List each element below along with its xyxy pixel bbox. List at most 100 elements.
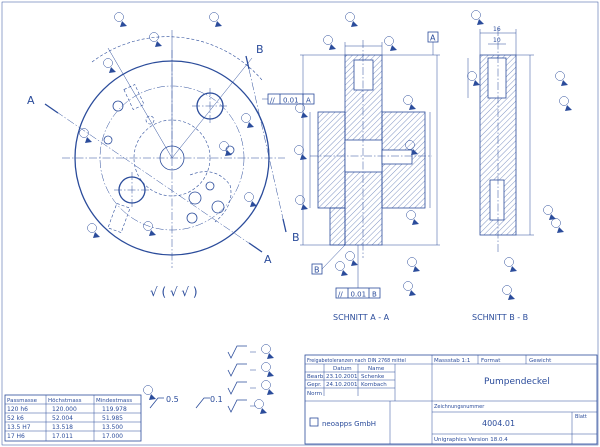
bolt-hole-6: [145, 115, 155, 125]
section-bb-view: 16 10 SCHNITT B - B: [467, 26, 534, 322]
balloon-marker: [406, 210, 416, 220]
balloon-marker: [471, 10, 481, 20]
bolt-hole-2: [211, 200, 225, 214]
drawn-name: Schenke: [361, 374, 385, 380]
balloon-marker: [384, 36, 394, 46]
balloon-pointer: [301, 204, 308, 210]
tolerance-cell: 52.004: [52, 415, 73, 422]
balloon-marker: [87, 223, 97, 233]
balloon-marker: [79, 128, 89, 138]
slot-upper-left: [123, 84, 145, 110]
bolt-hole-5: [112, 100, 124, 112]
parallelism-datum: A: [306, 97, 311, 105]
tolerance-header-max: Höchstmass: [48, 398, 82, 404]
sheet-label: Blatt: [575, 414, 587, 420]
balloon-marker: [504, 257, 514, 267]
surface-finish-note: √ ( √ √ ): [150, 285, 198, 299]
balloon-marker: [345, 12, 355, 22]
balloon-pointer: [120, 21, 127, 27]
balloon-marker: [261, 344, 271, 354]
balloon-marker: [295, 103, 305, 113]
bolt-hole-4: [205, 181, 215, 191]
tolerance-cell: 17.000: [102, 433, 123, 440]
tolerance-cell: 13.5 H7: [7, 424, 31, 431]
balloon-pointer: [390, 45, 397, 51]
section-aa-upper-recess: [353, 59, 374, 91]
balloon-pointer: [549, 214, 556, 220]
format-label: Format: [481, 358, 501, 364]
balloon-marker: [143, 385, 153, 395]
balloon-pointer: [247, 122, 254, 128]
balloon-pointer: [409, 104, 416, 110]
slot-lower-left: [107, 203, 131, 233]
balloon-pointer: [300, 154, 307, 160]
angle-construction-arc: [91, 36, 263, 81]
tolerance-table-frame: [4, 394, 142, 442]
title-block-frame: [304, 354, 598, 445]
datum-b-leader: [321, 244, 346, 270]
balloon-marker: [323, 35, 333, 45]
finish-symbol-1: [227, 345, 247, 359]
tolerance-cell: 13.500: [102, 424, 123, 431]
balloon-marker: [467, 71, 477, 81]
balloon-marker: [219, 141, 229, 151]
balloon-marker: [103, 58, 113, 68]
col-name-header: Name: [368, 366, 385, 372]
balloon-pointer: [267, 389, 274, 395]
balloon-marker: [555, 71, 565, 81]
balloon-pointer: [561, 80, 568, 86]
finish-symbol-2: [227, 363, 247, 377]
tolerance-cell: 120.000: [52, 406, 77, 413]
balloon-pointer: [473, 80, 480, 86]
balloon-pointer: [477, 19, 484, 25]
balloon-pointer: [301, 112, 308, 118]
balloon-marker: [143, 221, 153, 231]
bolt-hole-1: [188, 191, 202, 205]
tolerance-note-1: 0.5: [166, 395, 179, 404]
parallelism-frame-section: // 0.01 B: [335, 245, 381, 299]
tolerance-symbol-1: [149, 397, 164, 409]
section-b-label-end: B: [292, 231, 300, 244]
balloon-marker: [295, 195, 305, 205]
tolerance-cell: 120 h6: [7, 406, 28, 413]
balloon-marker: [403, 281, 413, 291]
section-line-b: [245, 55, 287, 233]
kidney-channel: [189, 171, 232, 223]
balloon-pointer: [85, 137, 92, 143]
balloon-pointer: [351, 21, 358, 27]
balloon-marker: [543, 205, 553, 215]
finish-symbol-4: [227, 399, 247, 413]
company-logo-mark: [309, 417, 319, 427]
tolerance-cell: 17.011: [52, 433, 73, 440]
tolerance-cell: 119.978: [102, 406, 127, 413]
section-bb-recess: [487, 57, 507, 99]
section-bb-dim-second-value: 10: [493, 37, 501, 44]
part-name: Pumpendeckel: [484, 377, 550, 387]
balloon-marker: [149, 32, 159, 42]
balloon-pointer: [109, 67, 116, 73]
balloon-marker: [403, 95, 413, 105]
section-b-label-start: B: [256, 43, 264, 56]
tolerance-header-fit: Passmasse: [7, 398, 38, 404]
balloon-marker: [294, 145, 304, 155]
section-aa-bore: [344, 139, 383, 173]
company-name: neoapps GmbH: [322, 420, 376, 428]
section-b-arrow-start: [245, 55, 250, 70]
tolerance-cell: 17 H6: [7, 433, 25, 440]
surface-notes: 0.5 0.1: [149, 345, 256, 413]
finish-symbol-3: [227, 381, 247, 395]
item-balloons: [79, 10, 572, 414]
tolerance-cell: 51.985: [102, 415, 123, 422]
checked-date: 24.10.2001: [326, 382, 358, 388]
tolerance-symbol-2: [195, 397, 210, 409]
balloon-marker: [241, 113, 251, 123]
section-aa-side-port: [381, 149, 413, 165]
balloon-marker: [114, 12, 124, 22]
section-aa-lower-stub: [329, 207, 346, 246]
balloon-marker: [405, 140, 415, 150]
section-a-arrow-end: [248, 242, 263, 253]
section-bb-title: SCHNITT B - B: [472, 313, 528, 322]
parallelism-frame-front: // 0.01 A: [262, 93, 315, 105]
section-b-arrow-end: [282, 218, 287, 233]
